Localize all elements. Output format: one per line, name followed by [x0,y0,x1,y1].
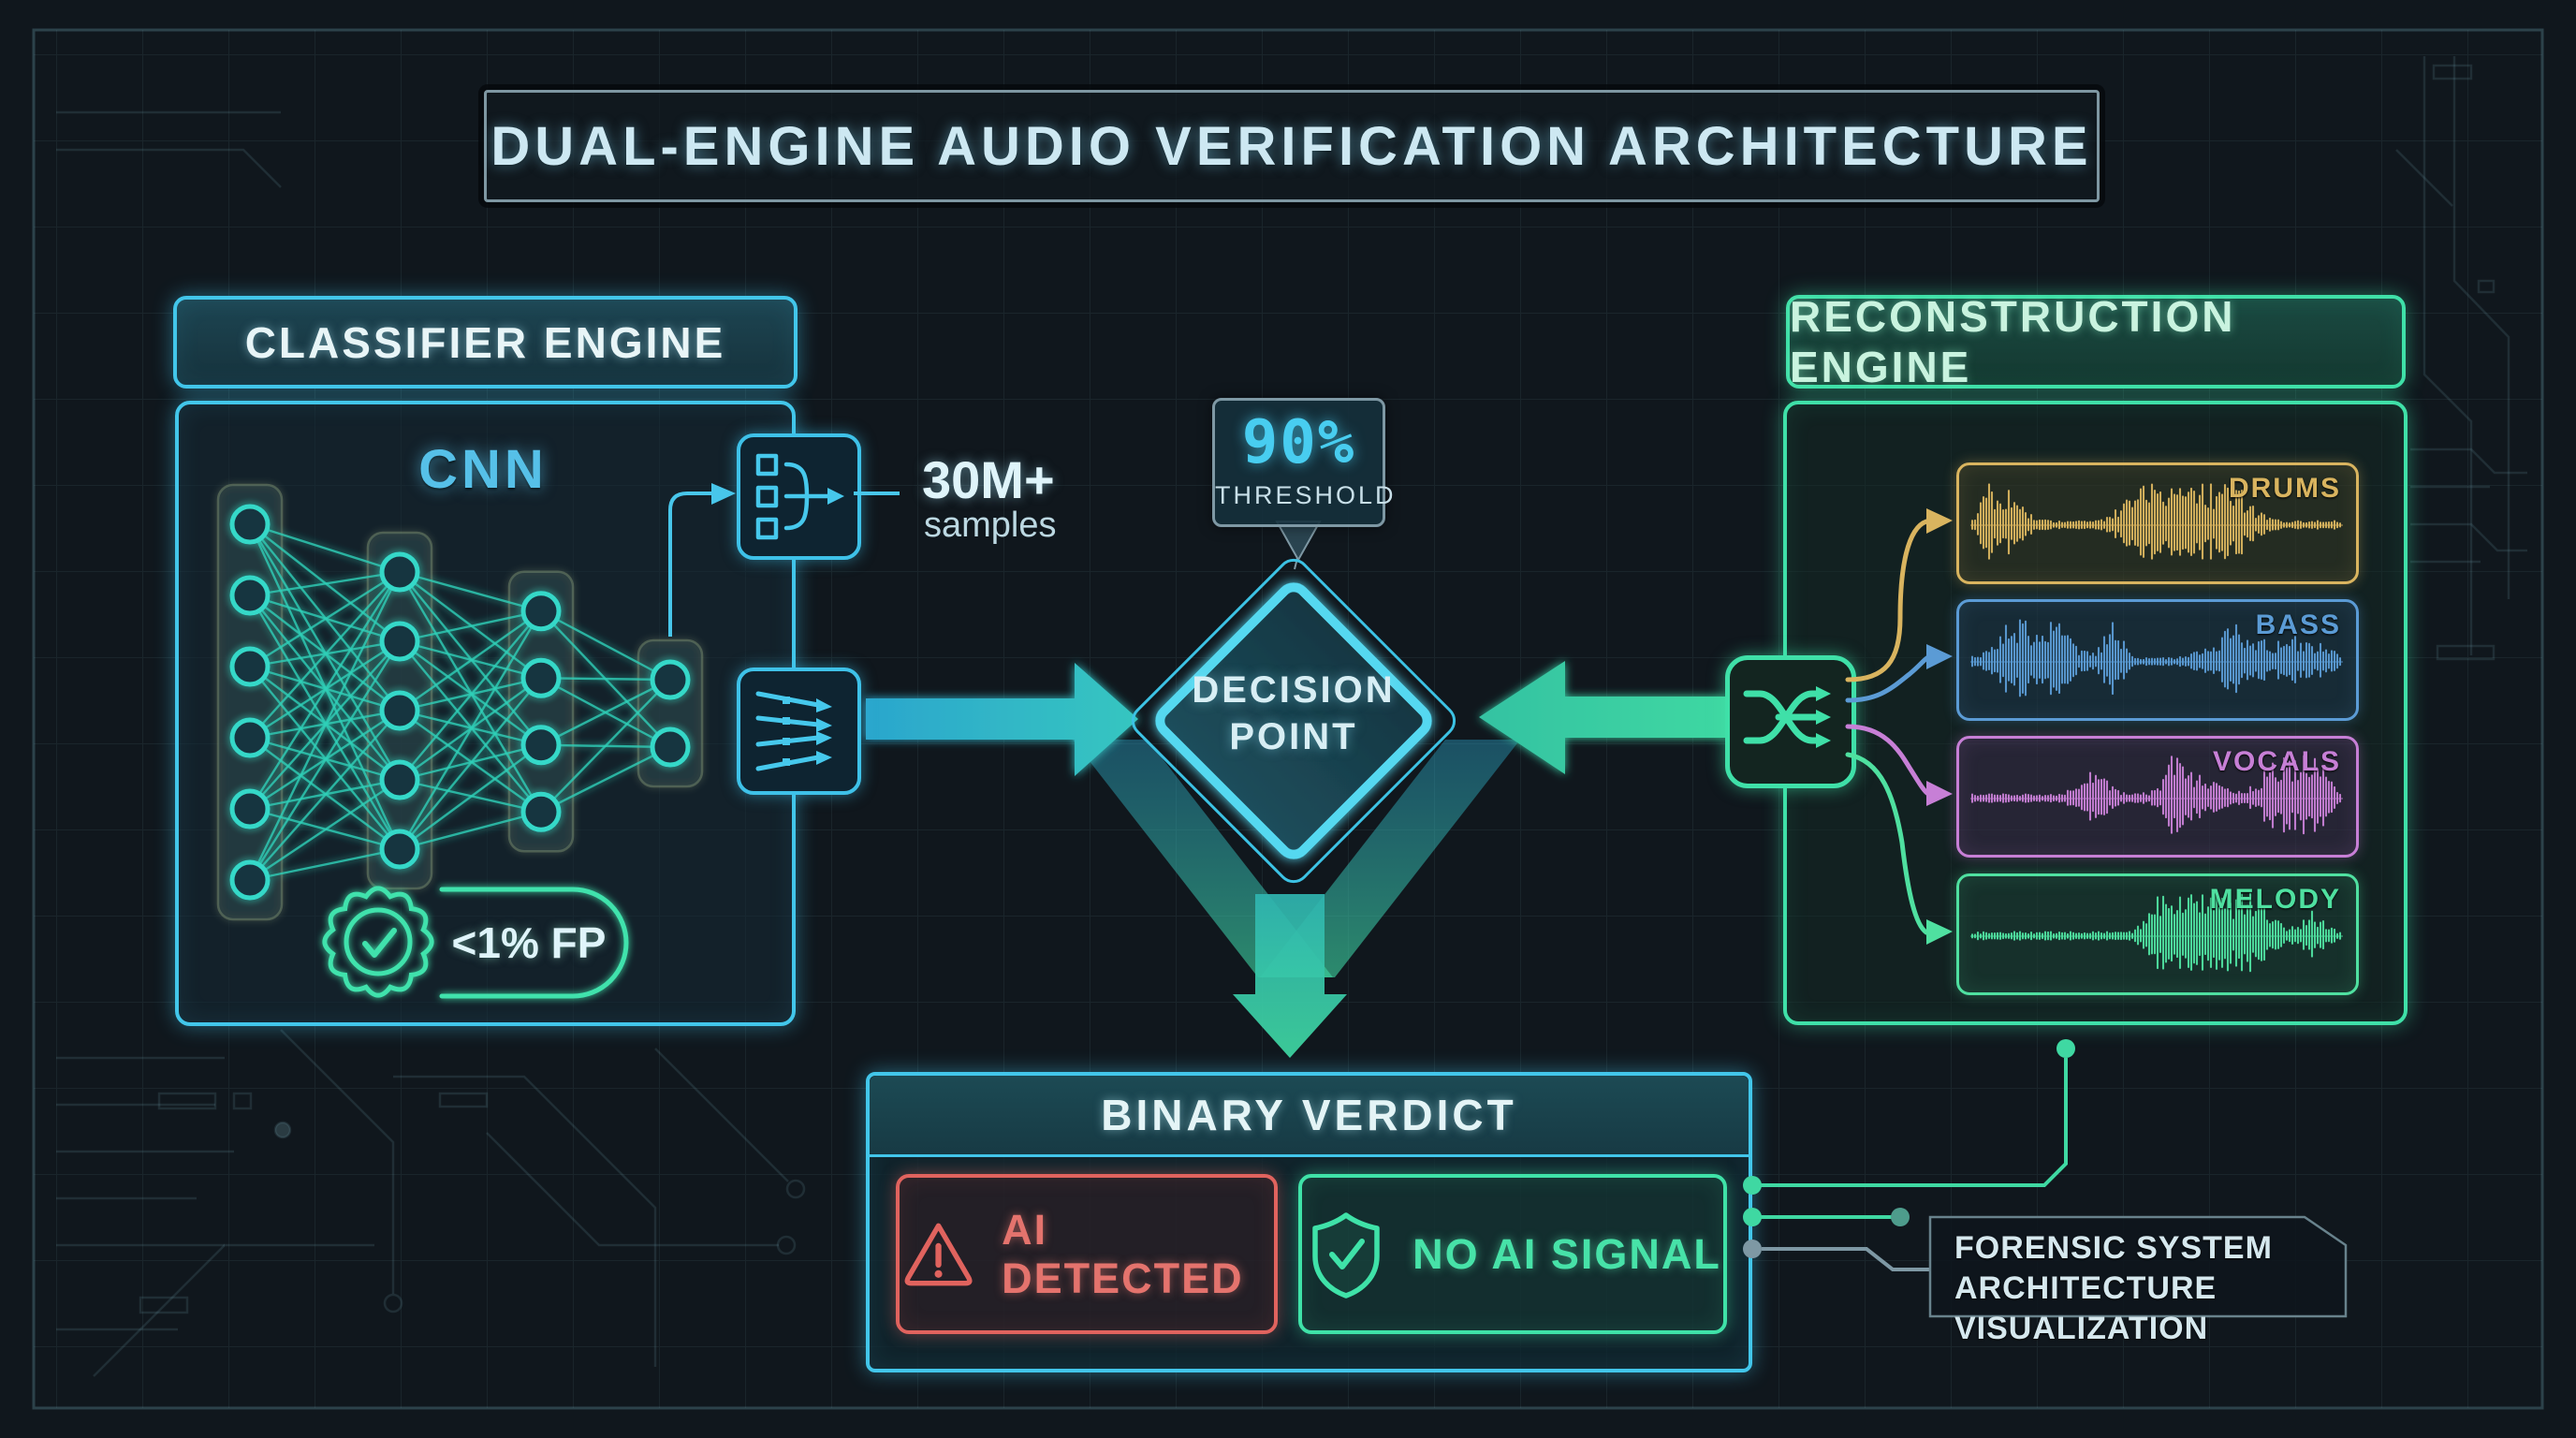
no-ai-signal-result: NO AI SIGNAL [1298,1174,1727,1334]
flow-arrow-down [1233,894,1347,1058]
warning-triangle-icon [904,1223,973,1285]
decision-point-label: DECISION POINT [1192,669,1396,757]
threshold-callout: 90% THRESHOLD [1212,398,1397,527]
stem-track-vocals: VOCALS [1956,736,2359,858]
binary-verdict-panel: BINARY VERDICT AI DETECTED NO AI SIGNAL [866,1072,1752,1372]
binary-verdict-header: BINARY VERDICT [870,1076,1749,1157]
classifier-engine-header: CLASSIFIER ENGINE [173,296,798,389]
decision-diamond [1131,558,1456,884]
threshold-label: THRESHOLD [1215,481,1397,509]
reconstruction-engine-label: RECONSTRUCTION ENGINE [1790,292,2236,391]
track-label-drums: DRUMS [2229,473,2341,504]
shuffle-icon [1743,686,1831,748]
stem-splitter-node [1725,655,1856,788]
classifier-engine-label: CLASSIFIER ENGINE [244,317,726,367]
no-ai-signal-label: NO AI SIGNAL [1412,1229,1721,1278]
forensic-caption: FORENSIC SYSTEM ARCHITECTURE VISUALIZATI… [1954,1230,2273,1346]
cnn-model-label: CNN [418,439,548,500]
fan-in-icon [755,691,832,771]
track-label-bass: BASS [2255,609,2341,640]
page-title: DUAL-ENGINE AUDIO VERIFICATION ARCHITECT… [490,115,2093,177]
samples-count: 30M+ [922,450,1055,509]
track-label-vocals: VOCALS [2212,746,2341,777]
merge-icon [755,453,844,540]
stem-track-drums: DRUMS [1956,462,2359,584]
ai-detected-label: AI DETECTED [1002,1205,1244,1302]
signal-fanin-node [737,668,861,795]
feature-merge-node [737,433,861,560]
fp-badge-label: <1% FP [451,918,607,967]
title-banner: DUAL-ENGINE AUDIO VERIFICATION ARCHITECT… [484,90,2100,202]
reconstruction-engine-header: RECONSTRUCTION ENGINE [1786,292,2406,391]
stem-track-melody: MELODY [1956,873,2359,995]
ai-detected-result: AI DETECTED [896,1174,1278,1334]
shield-check-icon [1312,1211,1380,1299]
flow-arrow-reconstruction [1479,661,1727,774]
samples-unit: samples [924,506,1057,545]
flow-arrow-classifier [866,663,1138,776]
threshold-value: 90% [1241,408,1356,477]
stem-track-bass: BASS [1956,599,2359,721]
track-label-melody: MELODY [2209,884,2341,915]
